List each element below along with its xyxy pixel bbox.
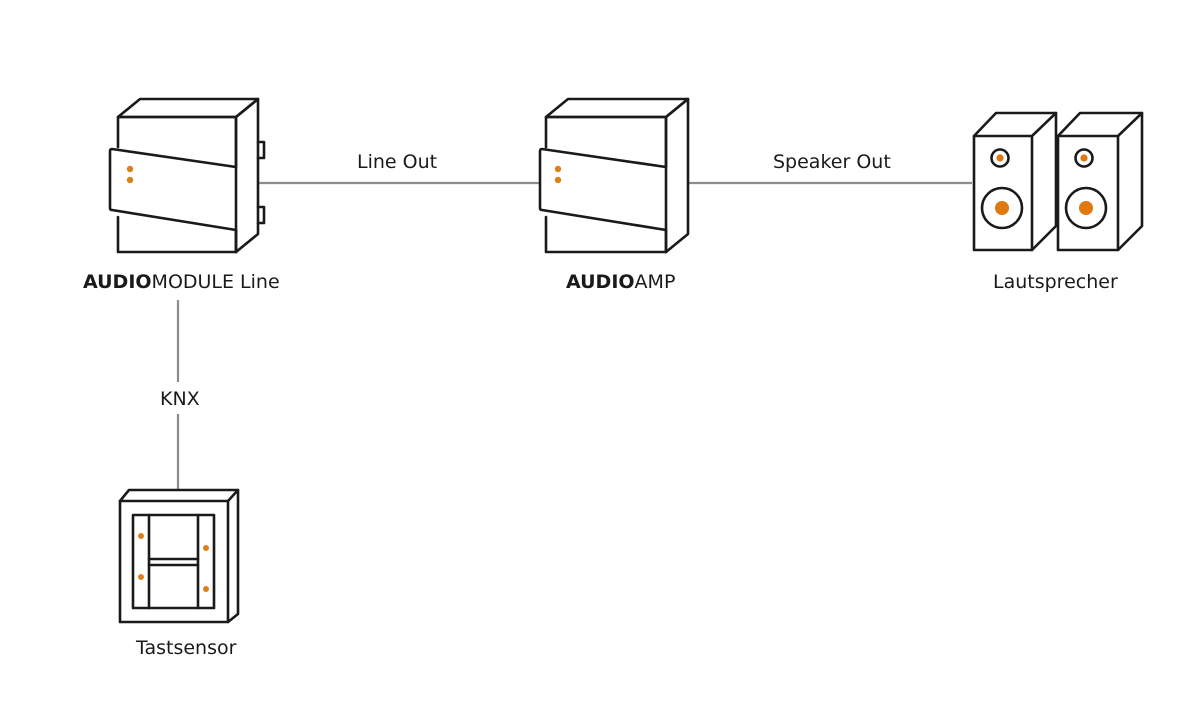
audiomodule-label-rest: MODULE Line [151,271,280,293]
speakers-label: Lautsprecher [993,271,1118,293]
audiomodule-label: AUDIOMODULE Line [83,273,280,292]
line-out-label: Line Out [357,151,438,173]
audioamp-label: AUDIOAMP [566,273,675,292]
speaker-out-label: Speaker Out [773,151,891,173]
din-rail-module-icon [108,97,266,254]
tastsensor-label: Tastsensor [136,637,237,659]
din-rail-amplifier-icon [538,97,690,254]
push-button-sensor-icon [118,488,240,624]
audioamp-label-rest: AMP [634,271,676,293]
speaker-pair-icon [972,111,1144,252]
audiomodule-label-bold: AUDIO [83,271,152,293]
audioamp-label-bold: AUDIO [566,271,635,293]
knx-label: KNX [160,388,200,410]
